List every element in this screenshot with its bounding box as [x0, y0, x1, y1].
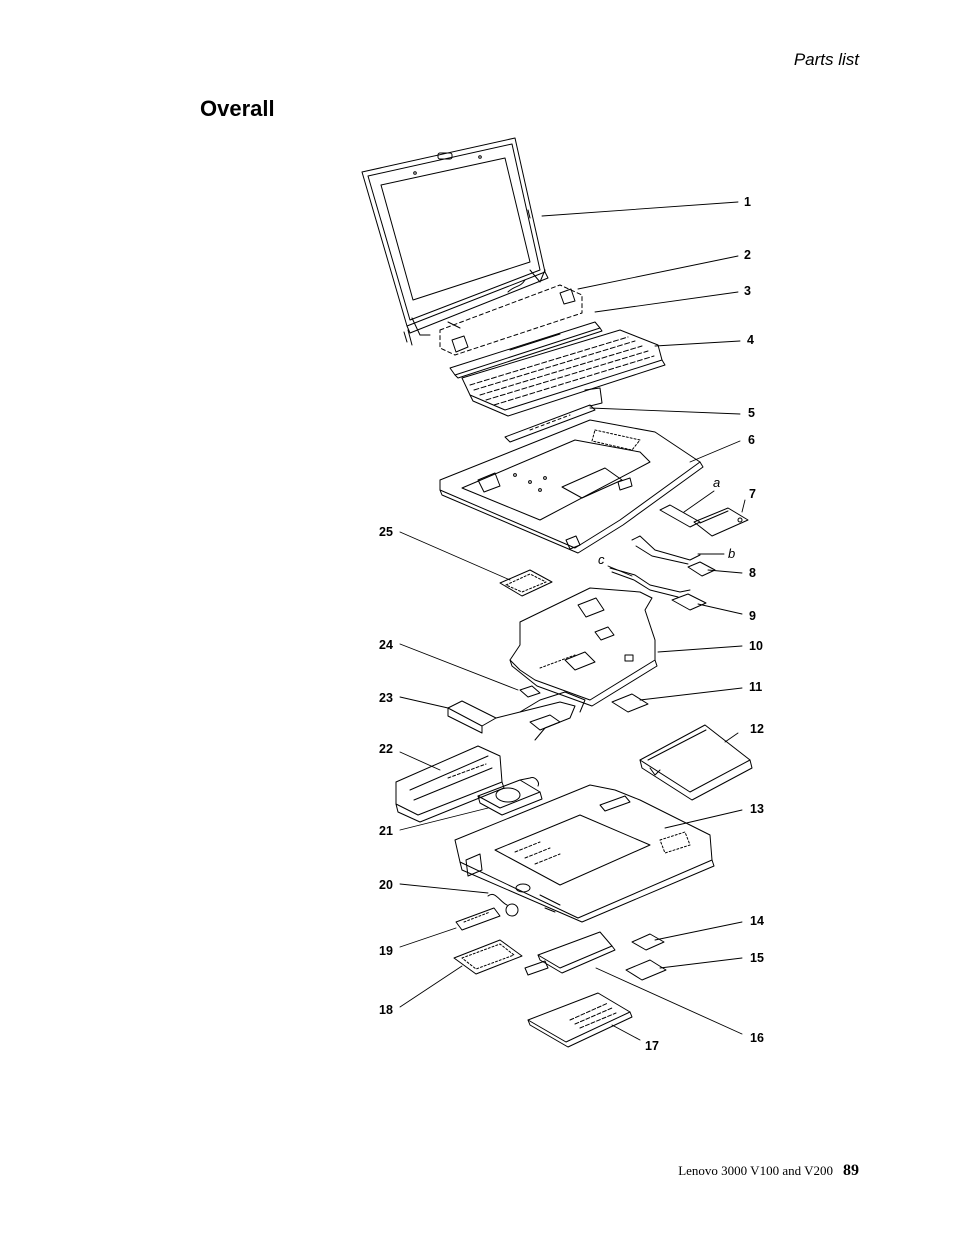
callout-18: 18 — [379, 1003, 393, 1017]
battery-pack-drawing — [395, 745, 505, 823]
callout-7: 7 — [749, 487, 756, 501]
memory-cover-drawing — [453, 939, 523, 975]
switch-board-drawing — [504, 404, 596, 443]
callout-25: 25 — [379, 525, 393, 539]
callout-2: 2 — [744, 248, 751, 262]
callout-22: 22 — [379, 742, 393, 756]
callout-24: 24 — [379, 638, 393, 652]
callout-20: 20 — [379, 878, 393, 892]
callout-b: b — [728, 546, 735, 561]
fan-drawing — [477, 777, 543, 816]
keyboard-drawing — [461, 329, 666, 417]
callout-9: 9 — [749, 609, 756, 623]
hard-disk-drawing — [524, 931, 616, 976]
footer-book-title: Lenovo 3000 V100 and V200 — [678, 1163, 833, 1178]
chip-24-drawing — [519, 685, 541, 698]
callout-1: 1 — [744, 195, 751, 209]
callout-c: c — [598, 552, 605, 567]
palm-rest-drawing — [439, 419, 704, 554]
callout-11: 11 — [749, 680, 762, 694]
heat-sink-drawing — [447, 691, 586, 741]
hinge-cover-drawing — [439, 284, 583, 356]
modem-card-drawing — [659, 504, 749, 537]
callout-10: 10 — [749, 639, 763, 653]
callout-5: 5 — [748, 406, 755, 420]
optical-drive-drawing — [639, 724, 753, 801]
bottom-door-drawing — [527, 992, 633, 1048]
callout-23: 23 — [379, 691, 393, 705]
callout-13: 13 — [750, 802, 764, 816]
cable-c-drawing — [609, 567, 691, 598]
card-25-drawing — [499, 569, 553, 597]
cover-11-drawing — [611, 693, 649, 713]
callout-19: 19 — [379, 944, 393, 958]
section-title: Overall — [200, 96, 275, 121]
callout-8: 8 — [749, 566, 756, 580]
callout-16: 16 — [750, 1031, 764, 1045]
chip-8-drawing — [687, 561, 716, 577]
base-cover-drawing — [454, 784, 715, 923]
backup-battery-drawing — [487, 893, 519, 917]
callout-3: 3 — [744, 284, 751, 298]
callout-12: 12 — [750, 722, 764, 736]
callout-14: 14 — [750, 914, 764, 928]
memory-module-drawing — [455, 907, 501, 931]
callout-17: 17 — [645, 1039, 659, 1053]
callout-15: 15 — [750, 951, 764, 965]
callout-21: 21 — [379, 824, 393, 838]
footer-page-number: 89 — [843, 1162, 859, 1179]
cover-15-drawing — [625, 959, 667, 981]
callout-6: 6 — [748, 433, 755, 447]
leader-lines — [399, 201, 746, 1041]
board-9-drawing — [671, 593, 707, 611]
lcd-assembly-drawing — [361, 137, 549, 346]
callout-a: a — [713, 475, 720, 490]
keyboard-bezel-drawing — [449, 321, 603, 379]
callout-4: 4 — [747, 333, 754, 347]
running-head: Parts list — [793, 50, 859, 69]
page-footer: Lenovo 3000 V100 and V200 89 — [678, 1162, 859, 1180]
system-board-drawing — [509, 587, 658, 707]
cover-14-drawing — [631, 933, 665, 951]
cable-b-drawing — [631, 535, 701, 565]
